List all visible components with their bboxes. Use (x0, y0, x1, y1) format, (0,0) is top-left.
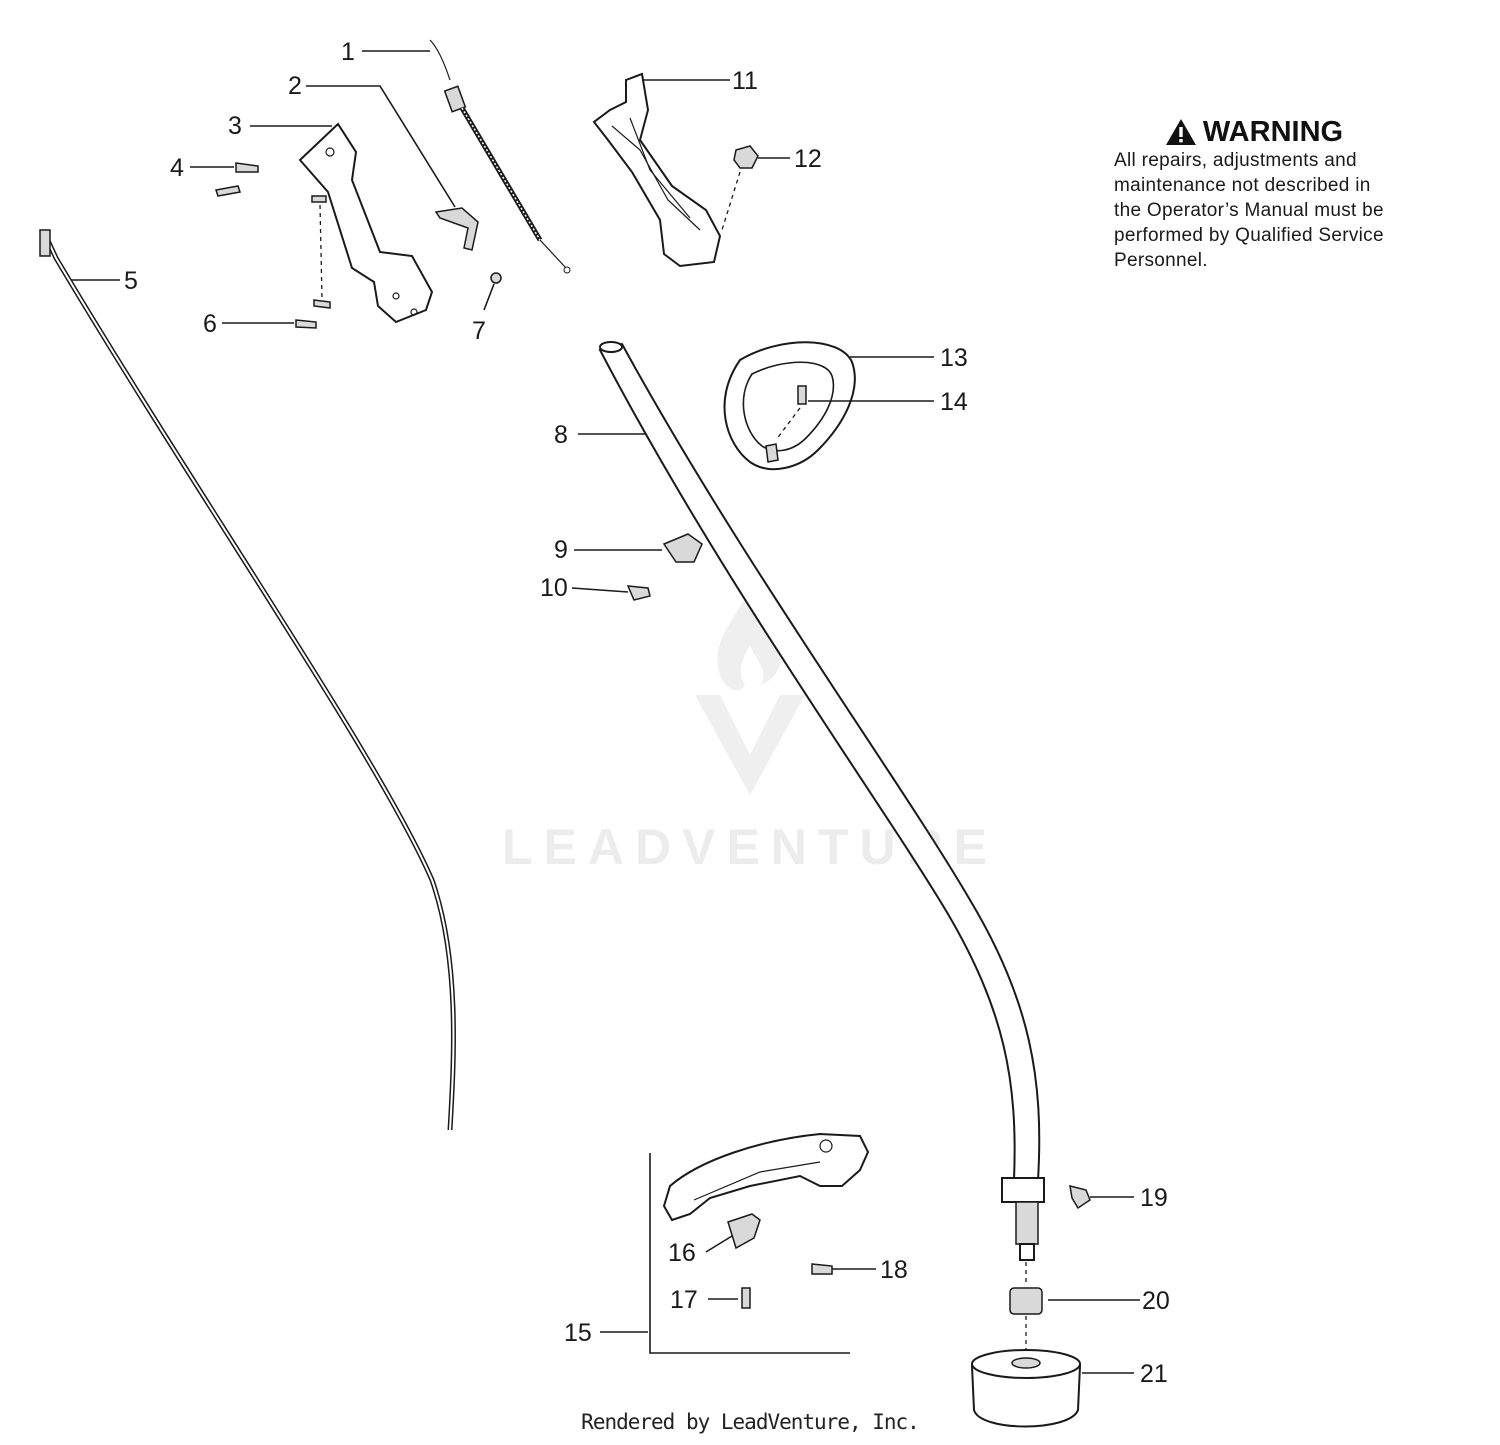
part-2-throttle-trigger (306, 85, 479, 251)
leader-2 (306, 85, 456, 208)
callout-5: 5 (124, 267, 138, 295)
leader-16 (705, 1235, 733, 1253)
callout-7: 7 (472, 317, 486, 345)
part-19-wing-bolt (1069, 1184, 1134, 1210)
callout-1: 1 (341, 38, 355, 66)
part-21-trimmer-head (970, 1349, 1134, 1428)
assembly-bracket (649, 1153, 850, 1354)
warning-triangle-icon (1165, 119, 1196, 145)
part-5-drive-shaft (39, 229, 456, 1131)
callout-6: 6 (203, 310, 217, 338)
leader-10 (571, 587, 629, 593)
part-7-retainer (483, 272, 502, 311)
part-13-loop-handle (723, 341, 934, 471)
callout-10: 10 (540, 574, 568, 602)
part-16-line-blade (705, 1213, 761, 1253)
callout-2: 2 (288, 72, 302, 100)
part-1-throttle-cable (362, 39, 571, 274)
callout-19: 19 (1140, 1184, 1168, 1212)
part-6-screws (222, 195, 331, 329)
warning-heading: WARNING (1054, 116, 1454, 148)
part-3-handle-housing (250, 122, 434, 324)
part-18-screw (811, 1263, 876, 1275)
part-15-shield-assembly (600, 1132, 870, 1354)
part-17-screw (708, 1287, 751, 1309)
warning-notice: WARNING All repairs, adjustments and mai… (1114, 116, 1454, 273)
warning-title: WARNING (1202, 116, 1344, 148)
leadventure-logo-watermark (695, 590, 805, 795)
part-11-handle-housing-half (592, 72, 730, 268)
part-4-screws (190, 162, 259, 197)
part-20-spacer (1009, 1262, 1140, 1350)
part-8-shaft-tube (578, 341, 1045, 1261)
part-12-nut (721, 145, 790, 231)
callout-21: 21 (1140, 1360, 1168, 1388)
callout-14: 14 (940, 388, 968, 416)
callout-16: 16 (668, 1239, 696, 1267)
callout-9: 9 (554, 536, 568, 564)
part-14-screw (775, 385, 934, 441)
callout-17: 17 (670, 1286, 698, 1314)
leader-7 (483, 283, 495, 311)
footer-credit: Rendered by LeadVenture, Inc. (581, 1410, 920, 1434)
warning-body: All repairs, adjustments and maintenance… (1114, 150, 1384, 271)
callout-3: 3 (228, 112, 242, 140)
part-9-clip (574, 533, 703, 563)
part-10-screw (571, 585, 651, 601)
callout-20: 20 (1142, 1287, 1170, 1315)
callout-12: 12 (794, 145, 822, 173)
callout-8: 8 (554, 421, 568, 449)
callout-4: 4 (170, 154, 184, 182)
callout-13: 13 (940, 344, 968, 372)
callout-18: 18 (880, 1256, 908, 1284)
callout-11: 11 (732, 67, 758, 95)
callout-15: 15 (564, 1319, 592, 1347)
